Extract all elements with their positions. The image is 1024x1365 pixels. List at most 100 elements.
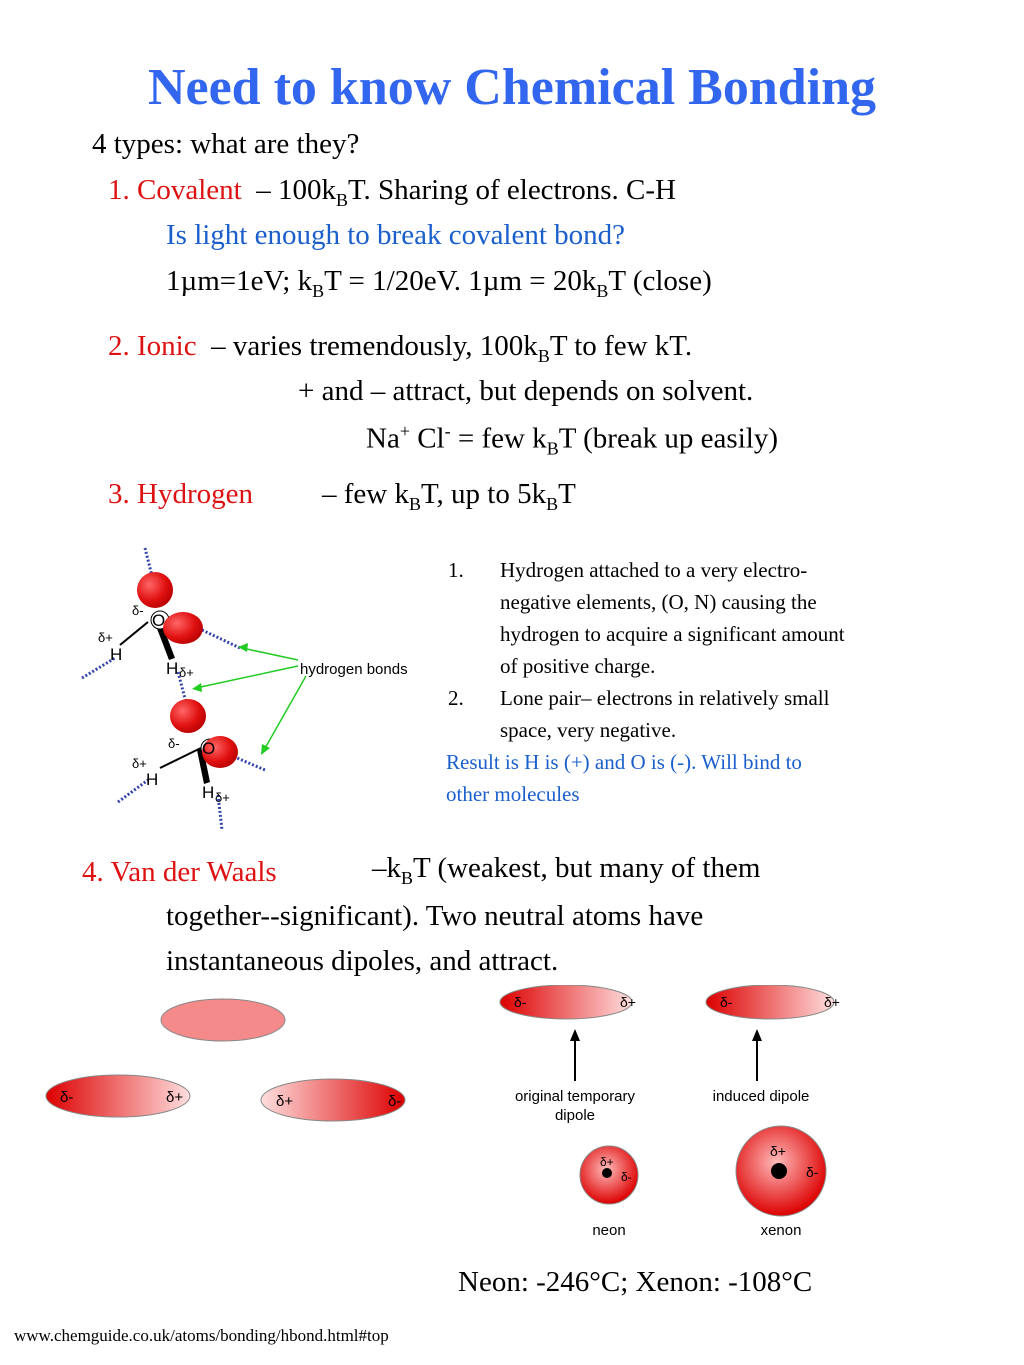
cl: Cl [409,422,445,455]
covalent-desc: – 100k [256,174,336,206]
induced-dipole-label: induced dipole [713,1088,810,1105]
hydrogen-label: H [202,783,214,802]
hydrogen-bonds-label: hydrogen bonds [300,661,408,678]
ionic-label: 2. Ionic [108,330,197,362]
ionic-line2: + and – attract, but depends on solvent. [298,375,754,407]
delta-plus-label: δ+ [276,1093,293,1110]
cl-sup: - [444,421,451,441]
point-line: Lone pair– electrons in relatively small [500,686,830,710]
bond-line [119,621,149,646]
covalent-question: Is light enough to break covalent bond? [166,219,626,251]
bond-line [159,745,206,769]
arrow-head [570,1029,580,1041]
delta-minus-label: δ- [132,603,144,618]
ionic-sub: B [537,345,550,366]
page-title: Need to know Chemical Bonding [147,59,877,116]
temporary-dipole-molecule [499,985,633,1020]
delta-plus-label: δ+ [98,630,113,645]
delta-plus-label: δ+ [132,756,147,771]
dipole-molecule [260,1078,406,1122]
na-sup: + [399,421,410,441]
source-url: www.chemguide.co.uk/atoms/bonding/hbond.… [14,1326,389,1345]
h-bond-dots [216,794,224,831]
boiling-temps: Neon: -246°C; Xenon: -108°C [458,1266,813,1298]
temp-dipole-label: dipole [555,1107,595,1124]
calc-sub1: B [312,280,325,301]
induced-dipole-molecule [705,985,835,1020]
ionic-desc: – varies tremendously, 100k [211,330,538,362]
point-line: Hydrogen attached to a very electro- [500,558,808,582]
delta-plus-label: δ+ [179,665,194,680]
h-bond-dots [201,628,241,650]
delta-plus-label: δ+ [824,994,840,1010]
h-bond-dots [143,547,157,589]
point-line: space, very negative. [500,718,677,742]
dipole-molecule [45,1074,191,1118]
arrow-line [241,647,299,661]
temp-dipole-label: original temporary [515,1088,636,1105]
vdw-sub: B [401,867,413,888]
hydrogen-bond-diagram: δ- O δ+ H H δ+ δ- O δ+ H H δ+ hydrogen b… [81,547,408,831]
hydrogen-label: H [146,770,158,789]
vdw-label: 4. Van der Waals [82,856,277,888]
delta-plus-label: δ+ [166,1089,183,1106]
result-line: Result is H is (+) and O is (-). Will bi… [446,750,802,774]
delta-plus-label: δ+ [770,1143,786,1159]
arrow-head [192,683,202,692]
ionic-l3-sub: B [546,438,559,459]
covalent-label: 1. Covalent [108,174,242,206]
nucleus [771,1163,787,1179]
delta-minus-label: δ- [388,1093,401,1110]
h-desc-c: T [558,478,576,510]
h-sub2: B [546,493,559,514]
delta-plus-label: δ+ [215,790,230,805]
vdw-line3: instantaneous dipoles, and attract. [166,945,559,977]
bond-wedge [197,748,210,784]
arrow-head [752,1029,762,1041]
h-desc-a: – few k [322,478,409,510]
hydrogen-points: 1. Hydrogen attached to a very electro- … [446,554,948,814]
delta-minus-label: δ- [720,994,733,1010]
hydrogen-desc: – few kBT, up to 5kBT [322,478,576,515]
covalent-desc-b: T. Sharing of electrons. C-H [347,174,677,206]
nucleus [602,1168,612,1178]
delta-minus-label: δ- [514,994,527,1010]
hydrogen-atom [137,572,173,608]
arrow-line [263,675,307,751]
h-desc-b: T, up to 5k [420,478,547,510]
delta-minus-label: δ- [60,1089,73,1106]
hydrogen-label: 3. Hydrogen [108,478,253,510]
ionic-desc-b: T to few kT. [549,330,693,362]
delta-plus-label: δ+ [620,994,636,1010]
delta-plus-label: δ+ [600,1155,614,1169]
hydrogen-line: 3. Hydrogen [108,478,253,511]
point-line: negative elements, (O, N) causing the [500,590,817,614]
result-line: other molecules [446,782,580,806]
ionic-line3: Na+ Cl- = few kBT (break up easily) [366,421,778,459]
h-bond-dots [81,656,116,680]
bond-wedge [156,624,175,660]
ionic-l3b: T (break up easily) [558,422,778,455]
vdw-diagram: δ- δ+ δ+ δ- δ- δ+ original temporary dip… [45,985,840,1239]
hydrogen-label: H [110,645,122,664]
arrow-head [261,744,270,755]
h-sub1: B [408,493,421,514]
covalent-line: 1. Covalent – 100kBT. Sharing of electro… [108,174,676,211]
vdw-desc-a: –k [372,852,401,884]
hydrogen-label: H [166,659,178,678]
covalent-sub: B [335,189,348,210]
hydrogen-atom [163,612,203,644]
calc-b: T = 1/20eV. 1µm = 20k [324,265,597,297]
delta-minus-label: δ- [806,1164,819,1180]
point-line: of positive charge. [500,654,656,678]
calc-a: 1µm=1eV; k [166,265,313,297]
point-number: 1. [448,558,464,582]
ionic-line: 2. Ionic – varies tremendously, 100kBT t… [108,330,692,367]
point-line: hydrogen to acquire a significant amount [500,622,845,646]
intro-text: 4 types: what are they? [92,128,360,160]
xenon-label: xenon [761,1222,802,1239]
ionic-l3a: = few k [450,422,547,455]
na: Na [366,422,400,455]
oxygen-label: O [152,611,165,630]
hydrogen-atom [202,736,238,768]
